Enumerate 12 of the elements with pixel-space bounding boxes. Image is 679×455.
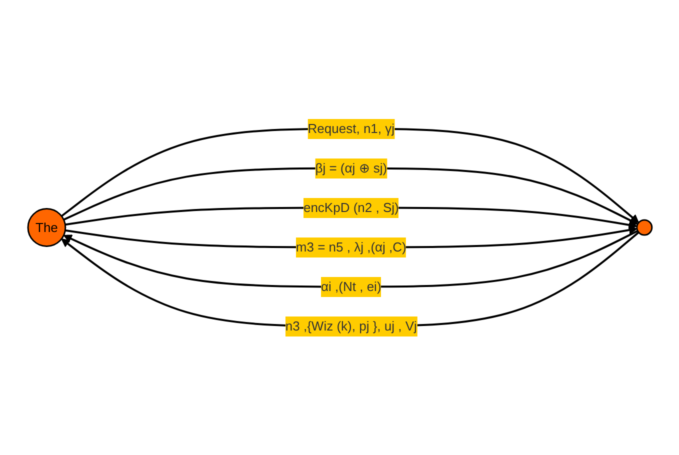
edge-label: n3 ,{Wiz (k), pj }, uj , Vj: [284, 318, 416, 334]
arrow: [62, 167, 638, 225]
node-circle: [636, 219, 652, 236]
arrow: [60, 232, 639, 328]
node-circle: The: [26, 208, 66, 247]
edge-label: m3 = n5 , λj ,(αj ,C): [295, 240, 406, 254]
edge-label: Request, n1, γj: [307, 121, 394, 136]
edge-label: αi ,(Nt , ei): [320, 279, 381, 294]
edge-label: βj = (αj ⊕ sj): [314, 160, 387, 176]
arrow: [62, 230, 638, 288]
edge-label: encKpD (n2 , Sj): [303, 200, 398, 215]
arrow: [60, 128, 639, 224]
